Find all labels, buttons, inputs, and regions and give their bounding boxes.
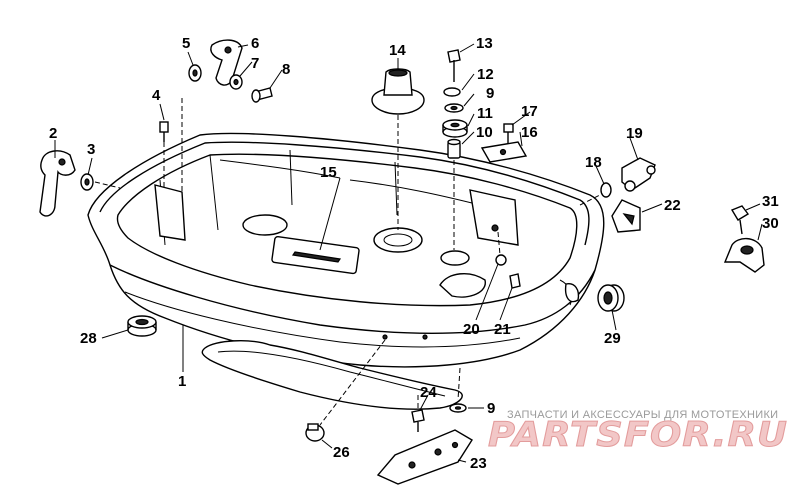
watermark-brand: PARTSFOR.RU	[488, 415, 788, 455]
washer-part-7	[229, 74, 243, 90]
callout-22: 22	[664, 197, 681, 214]
plug-part-26	[305, 423, 325, 442]
callout-1: 1	[178, 373, 186, 390]
screw-part-17	[503, 123, 514, 144]
callout-4: 4	[152, 87, 161, 104]
callout-9-upper: 9	[486, 85, 494, 102]
callout-15: 15	[320, 164, 337, 181]
callout-7: 7	[251, 55, 259, 72]
washer-part-18	[600, 182, 612, 198]
watermark-tagline: ЗАПЧАСТИ И АКСЕССУАРЫ ДЛЯ МОТОТЕХНИКИ	[507, 409, 778, 421]
lever-part-2	[39, 150, 76, 217]
leader-lines	[54, 43, 763, 463]
callout-24: 24	[420, 384, 437, 401]
callout-19: 19	[626, 125, 643, 142]
clip-part-22	[611, 199, 641, 233]
bottom-seal-flange	[201, 340, 463, 410]
plate-part-16	[480, 141, 528, 163]
grommet-part-28	[127, 315, 157, 337]
callout-11: 11	[477, 105, 493, 122]
callout-30: 30	[762, 215, 779, 232]
callout-21: 21	[494, 321, 511, 338]
callout-31: 31	[762, 193, 779, 210]
callout-13: 13	[476, 35, 493, 52]
callout-3: 3	[87, 141, 95, 158]
callout-16: 16	[521, 124, 538, 141]
callout-labels: 1 2 3 4 5 6 7 8 9 9 10 11 12 13 14 15 16…	[49, 35, 779, 472]
grommet-part-11	[442, 119, 468, 138]
fitting-part-19	[621, 157, 656, 192]
callout-9-lower: 9	[487, 400, 495, 417]
callout-6: 6	[251, 35, 259, 52]
callout-28: 28	[80, 330, 97, 347]
washer-part-9-lower	[449, 403, 467, 413]
screw-part-8	[251, 87, 273, 103]
callout-5: 5	[182, 35, 190, 52]
washer-part-12	[443, 87, 461, 97]
assembly-lines	[94, 98, 601, 426]
screw-part-24	[411, 409, 425, 432]
callout-29: 29	[604, 330, 621, 347]
callout-8: 8	[282, 61, 290, 78]
washer-part-9-upper	[444, 103, 464, 113]
callout-20: 20	[463, 321, 480, 338]
callout-12: 12	[477, 66, 494, 83]
clamp-part-30	[723, 237, 765, 273]
callout-2: 2	[49, 125, 57, 142]
screw-part-21	[509, 273, 521, 289]
washer-part-3	[80, 173, 94, 191]
latch-hook-part-6	[210, 39, 243, 86]
callout-10: 10	[476, 124, 493, 141]
nut-part-20	[495, 254, 507, 266]
lower-cover-pan	[87, 132, 605, 368]
screw-part-4	[159, 121, 169, 142]
bracket-part-23	[376, 429, 473, 485]
grommet-boot-part-14	[371, 68, 425, 115]
sleeve-part-10	[447, 138, 461, 159]
callout-14: 14	[389, 42, 406, 59]
callout-17: 17	[521, 103, 538, 120]
callout-26: 26	[333, 444, 350, 461]
screw-part-31	[730, 205, 750, 235]
grommet-part-29	[597, 284, 625, 312]
callout-23: 23	[470, 455, 487, 472]
callout-18: 18	[585, 154, 602, 171]
bolt-part-13	[447, 49, 461, 82]
watermark: ЗАПЧАСТИ И АКСЕССУАРЫ ДЛЯ МОТОТЕХНИКИ PA…	[488, 409, 788, 456]
washer-part-5	[188, 64, 202, 82]
